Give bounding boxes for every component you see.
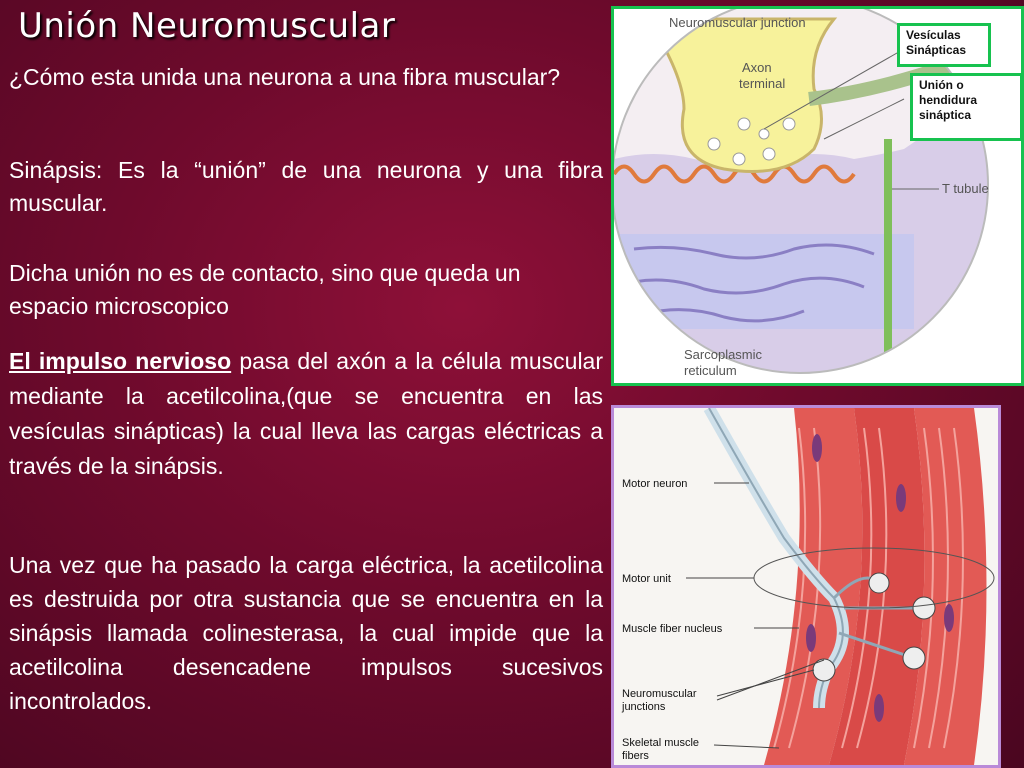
label-skeletal-line1: Skeletal muscle [622,737,699,749]
cholinesterase-paragraph: Una vez que ha pasado la carga eléctrica… [9,552,603,714]
label-motor-neuron: Motor neuron [622,478,687,490]
gap-text: Dicha unión no es de contacto, sino que … [9,260,521,319]
label-skeletal-line2: fibers [622,750,649,762]
callout-cleft-line3: sináptica [919,108,972,122]
junction-figure: Neuromuscular junction Axon terminal T t… [611,6,1024,386]
question-text: ¿Cómo esta unida una neurona a una fibra… [9,64,561,90]
callout-cleft-line1: Unión o [919,78,964,92]
synapsis-definition: Sinápsis: Es la “unión” de una neurona y… [9,157,603,216]
callout-vesicles-line2: Sinápticas [906,43,967,57]
callout-cleft: Unión o hendidura sináptica [910,73,1023,141]
label-sr-line1: Sarcoplasmic [684,347,763,362]
label-sr-line2: reticulum [684,363,737,378]
motor-unit-diagram: Motor neuron Motor unit Muscle fiber nuc… [614,408,998,765]
label-t-tubule: T tubule [942,181,989,196]
callout-cleft-line2: hendidura [919,93,978,107]
impulse-rest: pasa del axón a la célula muscular media… [9,348,604,479]
label-nmj-line1: Neuromuscular [622,688,697,700]
label-neuromuscular-junction: Neuromuscular junction [669,15,806,30]
label-fiber-nucleus: Muscle fiber nucleus [622,623,723,635]
slide-title: Unión Neuromuscular [18,6,396,46]
label-motor-unit: Motor unit [622,573,671,585]
motor-unit-figure: Motor neuron Motor unit Muscle fiber nuc… [611,405,1001,768]
label-nmj-line2: junctions [621,701,666,713]
impulse-paragraph: El impulso nervioso pasa del axón a la c… [9,344,603,484]
callout-vesicles-line1: Vesículas [906,28,961,42]
callout-vesicles: Vesículas Sinápticas [897,23,991,67]
label-axon-line2: terminal [739,76,785,91]
junction-diagram: Neuromuscular junction Axon terminal T t… [614,9,1021,383]
impulse-lead: El impulso nervioso [9,348,232,374]
label-axon-line1: Axon [742,60,772,75]
